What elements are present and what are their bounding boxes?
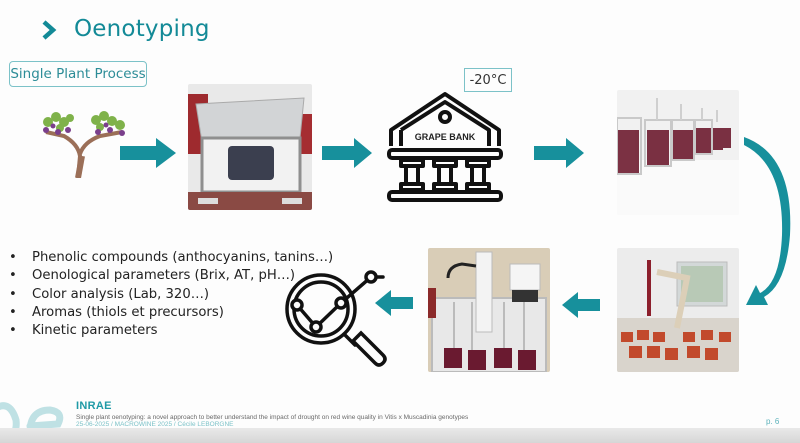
footer-meta: 25-06-2025 / MACROWINE 2025 / Cécile LEB… [76, 421, 234, 428]
arrow-right-icon [322, 138, 372, 168]
grape-bank-label: GRAPE BANK [415, 132, 476, 142]
inrae-logo: INRAE [76, 400, 112, 412]
fermentation-jars-photo [617, 90, 739, 215]
list-item: •Phenolic compounds (anthocyanins, tanin… [9, 250, 334, 265]
list-item: •Aromas (thiols et precursors) [9, 304, 224, 320]
temperature-label: -20°C [464, 68, 512, 92]
footer-bar [0, 428, 800, 443]
arrow-left-icon [562, 292, 600, 318]
list-item: •Color analysis (Lab, 320…) [9, 286, 210, 302]
magnifier-chart-icon [285, 270, 387, 367]
arrow-right-icon [120, 138, 176, 168]
chevron-right-icon [42, 20, 57, 40]
footer-subtitle: Single plant oenotyping: a novel approac… [76, 414, 469, 421]
slide-title: Oenotyping [74, 16, 210, 42]
analysis-list: •Phenolic compounds (anthocyanins, tanin… [6, 249, 333, 340]
list-item: •Oenological parameters (Brix, AT, pH…) [9, 268, 296, 284]
robot-lab-photo [617, 248, 739, 372]
list-item: •Kinetic parameters [9, 323, 158, 339]
grape-bank-building-icon: GRAPE BANK [387, 92, 503, 202]
analysis-robot-photo [428, 248, 550, 372]
curved-arrow-icon [744, 137, 791, 305]
single-plant-process-label: Single Plant Process [9, 61, 147, 87]
page-number: p. 6 [766, 417, 780, 426]
arrow-left-icon [375, 290, 413, 316]
arrow-right-icon [534, 138, 584, 168]
grapevine-icon [43, 111, 125, 178]
vacuum-sealer-photo [188, 84, 312, 210]
